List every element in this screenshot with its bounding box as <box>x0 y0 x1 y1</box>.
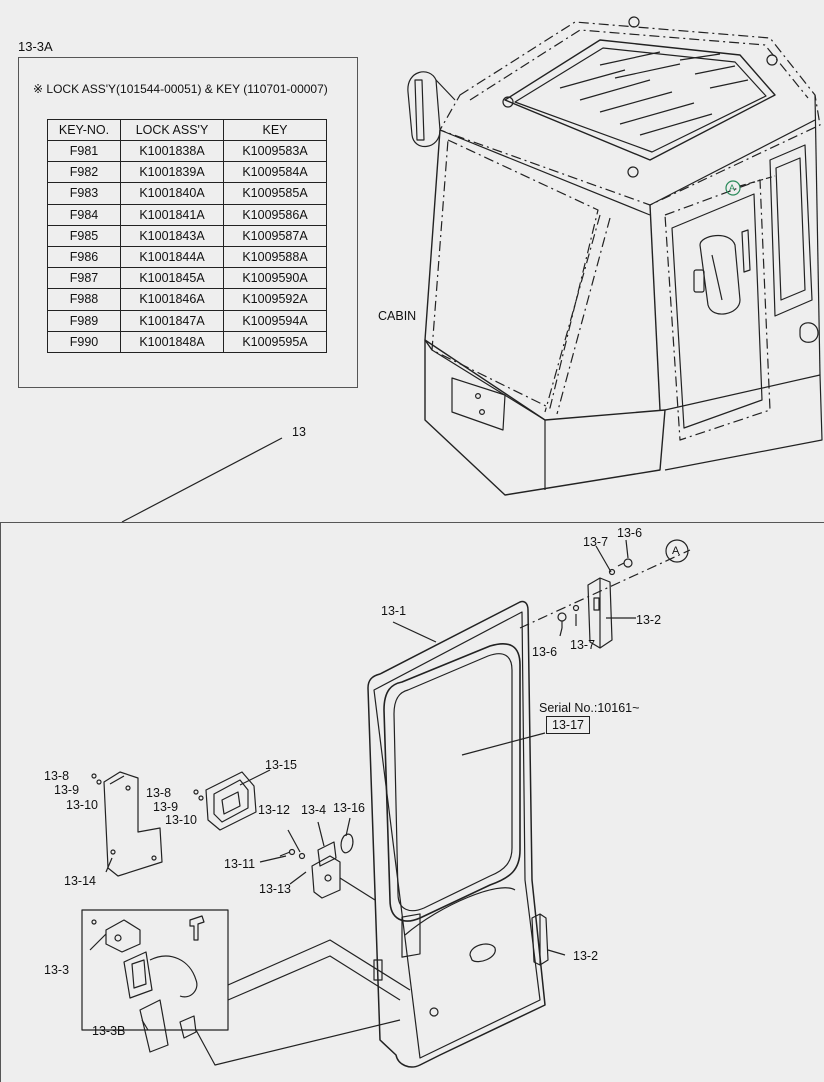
cell-key: K1009586A <box>223 203 327 226</box>
main-leader-line <box>121 437 283 523</box>
cell-key-no: F986 <box>47 245 121 269</box>
cell-key-no: F982 <box>47 161 121 184</box>
washer-left-callout: 13-9 <box>54 783 80 797</box>
screw-left-callout: 13-8 <box>44 769 70 783</box>
cell-lock-assy: K1001844A <box>120 245 224 269</box>
nut-left-callout: 13-10 <box>66 798 98 812</box>
cell-lock-assy: K1001840A <box>120 182 224 205</box>
cell-key-no: F984 <box>47 203 121 226</box>
cell-key-no: F981 <box>47 139 121 163</box>
door-callout: 13-1 <box>381 604 407 618</box>
inner-cover <box>91 771 163 877</box>
cell-lock-assy: K1001843A <box>120 224 224 247</box>
panel-tag: 13-3A <box>18 39 53 54</box>
cell-lock-assy: K1001839A <box>120 161 224 184</box>
washer-mid-left-callout: 13-9 <box>153 800 179 814</box>
washer-mid-callout: 13-7 <box>570 638 596 652</box>
nut-mid-callout: 13-10 <box>165 813 197 827</box>
ref-a-circle <box>665 539 689 563</box>
cell-key: K1009584A <box>223 161 327 184</box>
cell-key-no: F987 <box>47 267 121 290</box>
cell-key-no: F983 <box>47 182 121 205</box>
bolt-latch-callout: 13-11 <box>224 857 256 871</box>
cell-lock-assy: K1001848A <box>120 330 224 353</box>
ref-a-label: A <box>672 545 680 557</box>
bolt-top-callout: 13-6 <box>617 526 643 540</box>
table-header-row: KEY-NO. LOCK ASS'Y KEY <box>47 119 327 141</box>
cell-key-no: F989 <box>47 309 121 332</box>
cell-key: K1009590A <box>223 267 327 290</box>
lock-sub-callout: 13-3B <box>92 1024 126 1038</box>
hinge-top-callout: 13-2 <box>636 613 662 627</box>
cell-key-no: F985 <box>47 224 121 247</box>
washer-top-callout: 13-7 <box>583 535 609 549</box>
cover-callout: 13-14 <box>64 874 96 888</box>
table-note: ※ LOCK ASS'Y(101544-00051) & KEY (110701… <box>33 82 328 96</box>
lower-hinge <box>531 913 549 966</box>
cell-key: K1009583A <box>223 139 327 163</box>
header-key: KEY <box>223 119 327 141</box>
cell-key: K1009587A <box>223 224 327 247</box>
cabin-label: CABIN <box>378 309 417 323</box>
lock-assembly <box>81 909 411 1066</box>
door-illustration <box>367 600 546 1068</box>
latch-callout: 13-4 <box>301 803 327 817</box>
cell-key: K1009588A <box>223 245 327 269</box>
lock-key-table-panel: ※ LOCK ASS'Y(101544-00051) & KEY (110701… <box>18 57 358 388</box>
cabin-illustration <box>407 16 823 496</box>
cell-key: K1009592A <box>223 288 327 311</box>
ref-a-small-label: A <box>729 183 736 193</box>
glass-callout-box: 13-17 <box>546 716 590 734</box>
handle-cover <box>193 771 257 831</box>
screw-mid-callout: 13-8 <box>146 786 172 800</box>
hinge-bottom-callout: 13-2 <box>573 949 599 963</box>
nut-latch-callout: 13-13 <box>259 882 291 896</box>
cell-lock-assy: K1001846A <box>120 288 224 311</box>
cell-lock-assy: K1001845A <box>120 267 224 290</box>
cell-key: K1009594A <box>223 309 327 332</box>
bolt-mid-callout: 13-6 <box>532 645 558 659</box>
striker-callout: 13-16 <box>333 801 365 815</box>
cell-lock-assy: K1001838A <box>120 139 224 163</box>
serial-note: Serial No.:10161~ <box>539 701 640 715</box>
cell-key-no: F990 <box>47 330 121 353</box>
latch-assembly <box>279 833 376 901</box>
upper-hinge <box>519 549 691 649</box>
cell-key-no: F988 <box>47 288 121 311</box>
cell-lock-assy: K1001847A <box>120 309 224 332</box>
main-callout: 13 <box>292 425 306 439</box>
cell-lock-assy: K1001841A <box>120 203 224 226</box>
detail-frame <box>0 522 824 1082</box>
header-lock-assy: LOCK ASS'Y <box>120 119 224 141</box>
cell-key: K1009595A <box>223 330 327 353</box>
handle-callout: 13-15 <box>265 758 297 772</box>
spacer-latch-callout: 13-12 <box>258 803 290 817</box>
lock-callout: 13-3 <box>44 963 70 977</box>
cell-key: K1009585A <box>223 182 327 205</box>
header-key-no: KEY-NO. <box>47 119 121 141</box>
